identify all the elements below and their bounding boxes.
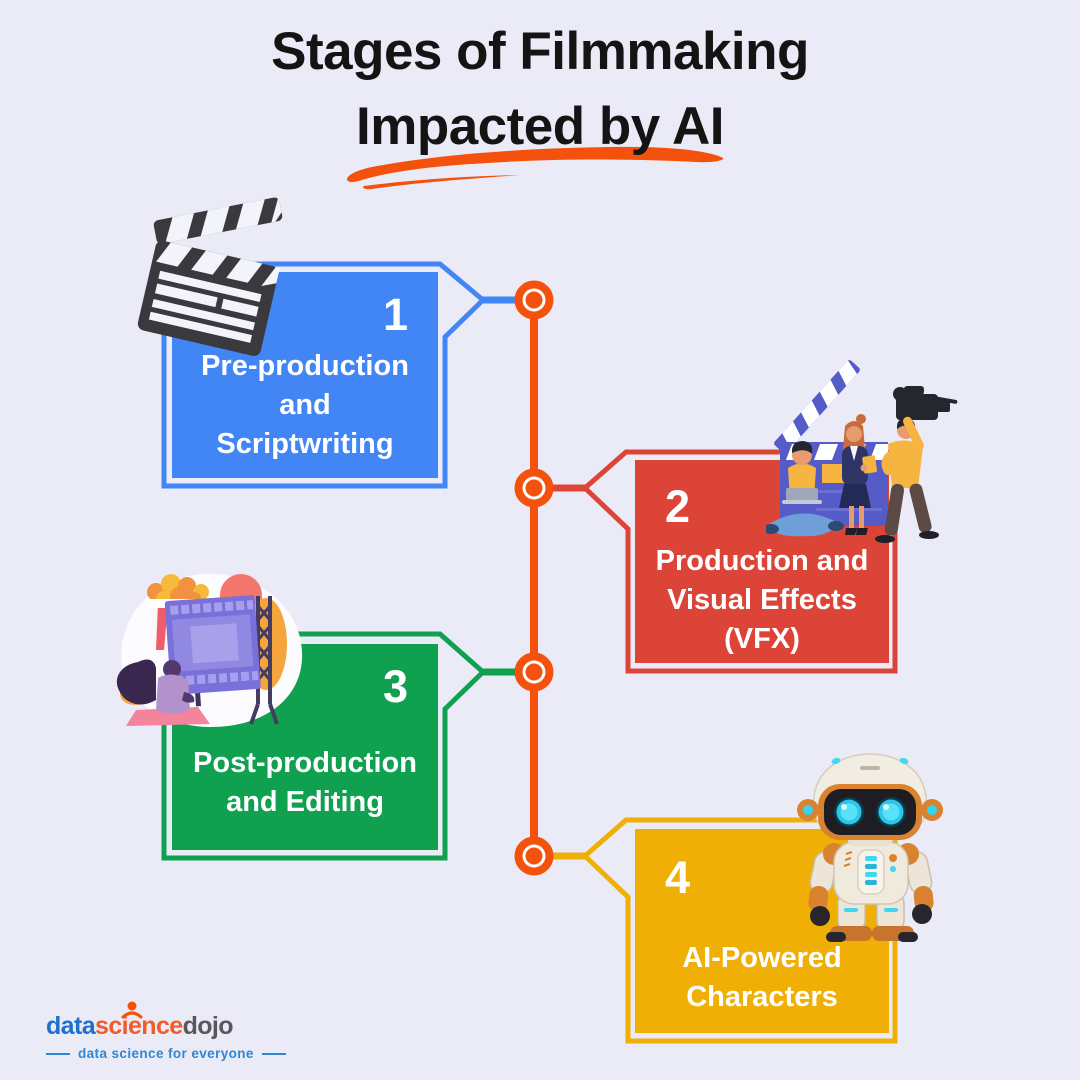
cameraman xyxy=(875,386,958,543)
cinema-screen-illustration xyxy=(116,573,303,727)
tagline-dash-left xyxy=(46,1052,70,1055)
clapperboard-icon xyxy=(137,196,283,356)
film-crew-illustration xyxy=(766,360,958,543)
stage-2-label-line: (VFX) xyxy=(724,623,800,655)
brand-tagline: data science for everyone xyxy=(78,1046,254,1061)
stage-1-number: 1 xyxy=(382,289,408,340)
stage-2-outline xyxy=(581,449,898,674)
stage-3-label-line: and Editing xyxy=(226,786,384,818)
stage-1-label-line: and xyxy=(279,389,331,421)
title-line-2: Impacted by AI xyxy=(355,97,725,156)
robot-eyes xyxy=(834,797,906,827)
stage-2-number: 2 xyxy=(665,481,691,532)
brand-tagline-row: data science for everyone xyxy=(46,1046,286,1061)
timeline-node-1 xyxy=(514,280,554,320)
audience-people xyxy=(116,659,195,714)
stage-4-outline xyxy=(581,817,898,1044)
stage-4-label-line: Characters xyxy=(686,981,838,1013)
brand-word-science: science xyxy=(95,1001,183,1041)
standing-woman xyxy=(839,414,877,535)
brand-word-data: data xyxy=(46,1012,96,1040)
stage-2-label-line: Visual Effects xyxy=(667,584,857,616)
title-underline-swoosh xyxy=(347,146,724,190)
stage-4-label-line: AI-Powered xyxy=(682,942,842,974)
stage-3-label-line: Post-production xyxy=(193,747,417,779)
stage-1-label-line: Scriptwriting xyxy=(216,428,394,460)
stage-3-number: 3 xyxy=(382,661,408,712)
robot xyxy=(797,753,943,942)
stage-4-label: AI-Powered Characters xyxy=(635,939,889,1017)
stage-3-outline xyxy=(161,631,487,861)
picnic-mat xyxy=(126,707,210,726)
stage-1-label-line: Pre-production xyxy=(201,350,409,382)
sitting-person xyxy=(766,441,844,537)
ai-robot-illustration xyxy=(797,753,943,942)
film-screen xyxy=(164,595,261,711)
person-icon xyxy=(121,1001,143,1019)
stage-2-label: Production and Visual Effects (VFX) xyxy=(635,542,889,659)
stage-4-number: 4 xyxy=(665,852,691,903)
brand-word-dojo: dojo xyxy=(182,1012,234,1040)
timeline-node-4 xyxy=(514,836,554,876)
stage-3-label: Post-production and Editing xyxy=(172,744,438,822)
timeline-node-2 xyxy=(514,468,554,508)
title-line-1: Stages of Filmmaking xyxy=(271,22,809,81)
stage-2-label-line: Production and xyxy=(655,545,869,577)
stage-1-outline xyxy=(161,261,487,489)
tagline-dash-right xyxy=(261,1052,286,1055)
stage-1-label: Pre-production and Scriptwriting xyxy=(172,347,438,464)
timeline-node-3 xyxy=(514,652,554,692)
page-title: Stages of Filmmaking Impacted by AI xyxy=(0,14,1080,164)
